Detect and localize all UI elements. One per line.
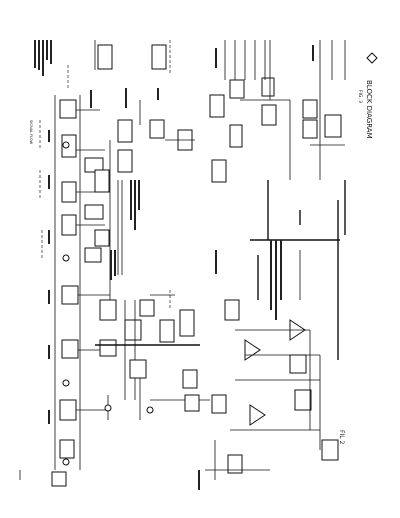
junction-1 [62, 141, 70, 149]
block-9 [61, 339, 79, 359]
block-35 [302, 119, 318, 139]
block-21 [159, 319, 175, 343]
block-8 [61, 285, 79, 305]
block-23 [182, 369, 198, 389]
block-14 [94, 229, 110, 247]
block-32 [261, 77, 275, 97]
block-15 [117, 119, 133, 143]
junction-2 [62, 254, 70, 262]
block-4 [61, 181, 77, 203]
block-28 [211, 159, 227, 183]
block-25 [151, 44, 167, 70]
block-44 [184, 394, 200, 412]
revision-diamond [366, 52, 378, 64]
block-40 [211, 394, 227, 414]
block-36 [324, 114, 342, 138]
block-18 [124, 319, 142, 341]
block-41 [227, 454, 243, 474]
block-20 [139, 299, 155, 317]
second-column [94, 119, 210, 420]
diagram-title: BLOCK DIAGRAM [365, 80, 373, 139]
block-22 [179, 309, 195, 337]
block-17 [99, 299, 117, 321]
amplifier-1 [244, 339, 261, 361]
block-24 [97, 44, 113, 70]
block-42 [321, 439, 339, 461]
block-33 [261, 104, 277, 126]
main-signal-chain [19, 95, 110, 487]
block-43 [129, 359, 147, 379]
junction-6 [146, 406, 154, 414]
block-34 [302, 99, 318, 119]
block-26 [149, 119, 165, 139]
block-13 [94, 169, 110, 193]
amplifier-3 [249, 404, 266, 426]
title-block: BLOCK DIAGRAM FIG. 3 FIL 2 [338, 52, 378, 444]
block-10 [59, 399, 77, 421]
block-5 [84, 204, 104, 220]
sheet-mark: FIL 2 [338, 430, 345, 444]
junction-4 [62, 458, 70, 466]
top-center-blocks [67, 40, 275, 183]
block-29 [209, 94, 225, 118]
block-38 [289, 354, 307, 374]
junction-5 [104, 404, 112, 412]
figure-label: FIG. 3 [357, 90, 363, 103]
block-39 [294, 389, 312, 411]
block-1 [59, 99, 77, 119]
block-30 [229, 124, 243, 148]
block-31 [229, 79, 245, 99]
block-7 [84, 247, 102, 263]
block-3 [84, 157, 104, 173]
block-6 [61, 214, 77, 236]
annotation-marks [34, 40, 314, 490]
block-12 [51, 471, 67, 487]
block-19 [99, 339, 117, 357]
right-section [205, 40, 346, 480]
block-11 [59, 439, 75, 459]
left-lower-detail [129, 290, 200, 420]
block-37 [224, 299, 240, 321]
junction-3 [62, 379, 70, 387]
block-16 [117, 149, 133, 173]
top-note: SIGNAL FLOW [29, 120, 33, 145]
